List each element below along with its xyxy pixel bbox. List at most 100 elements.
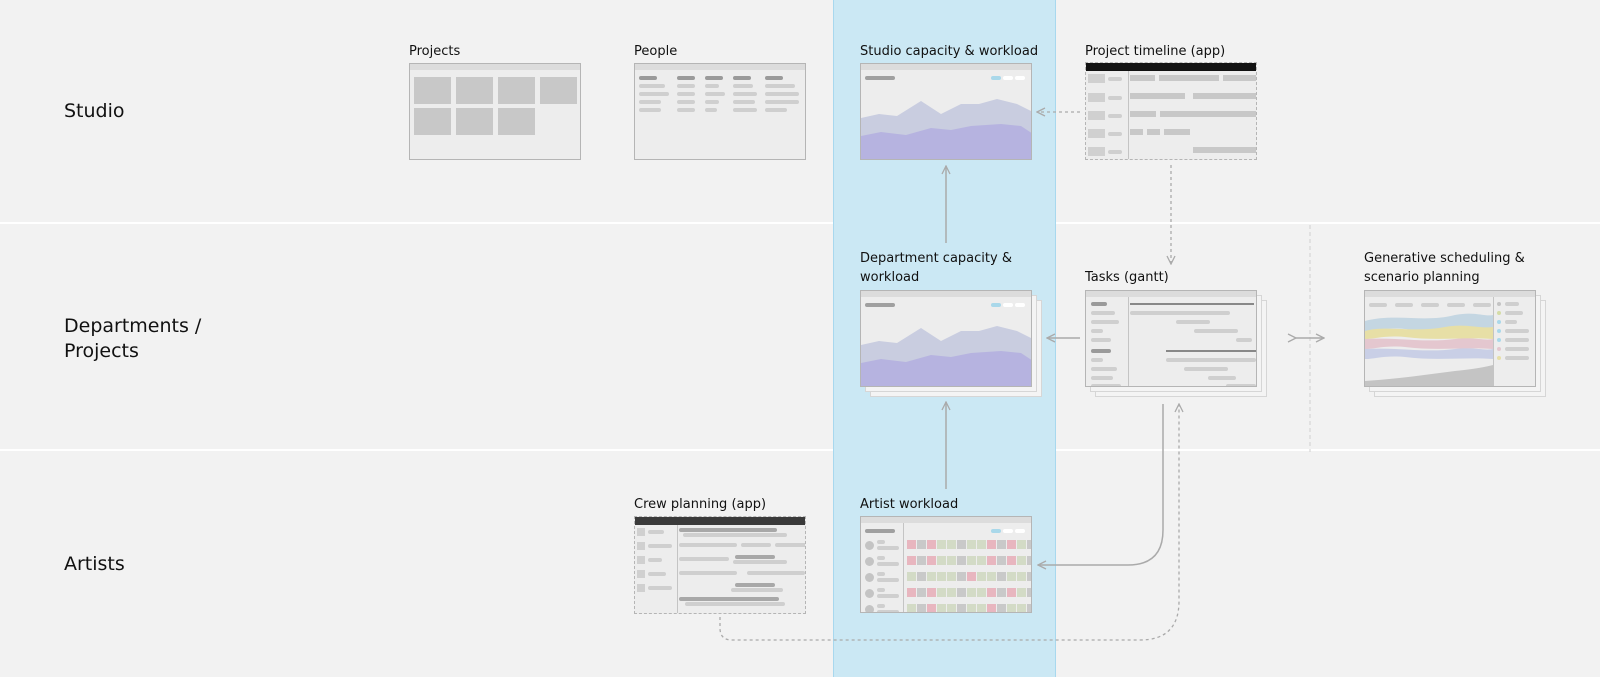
workload-cell (957, 572, 966, 581)
workload-cell (917, 604, 926, 612)
crew-bar (679, 543, 737, 547)
scenario-tab (1473, 303, 1491, 307)
chart-toggle (1015, 303, 1025, 307)
row-label-departments-line2: Projects (64, 340, 139, 362)
title-projects: Projects (409, 44, 461, 59)
people-cell (765, 92, 799, 96)
project-card (540, 77, 577, 104)
timeline-bar (1130, 93, 1185, 99)
workload-cell (937, 556, 946, 565)
artist-role (877, 610, 899, 612)
legend-label (1505, 320, 1517, 324)
people-cell (677, 84, 695, 88)
row-label-studio: Studio (64, 100, 125, 122)
workload-cell (1017, 572, 1026, 581)
crew-avatar (637, 542, 645, 550)
workload-cell (917, 572, 926, 581)
projects-thumbnail[interactable] (409, 63, 581, 160)
workload-cell (1007, 556, 1016, 565)
scenario-tab (1395, 303, 1413, 307)
people-cell (765, 84, 795, 88)
workload-cell (987, 540, 996, 549)
legend-label (1505, 338, 1529, 342)
workload-cell (997, 588, 1006, 597)
workload-cell (927, 540, 936, 549)
title-studio-capacity: Studio capacity & workload (860, 44, 1039, 59)
workload-cell (967, 540, 976, 549)
project-card (414, 77, 451, 104)
legend-dot (1497, 320, 1501, 324)
scenario-tab (1421, 303, 1439, 307)
crew-avatar (637, 528, 645, 536)
workload-cell (967, 588, 976, 597)
people-header-cell (705, 76, 723, 80)
people-cell (705, 108, 717, 112)
title-generative-scheduling: Generative scheduling & scenario plannin… (1364, 249, 1525, 287)
workload-cell (937, 540, 946, 549)
workload-cell (957, 540, 966, 549)
chart-toggle (991, 76, 1001, 80)
generative-scheduling-thumbnail[interactable] (1364, 290, 1536, 387)
capacity-area-chart (861, 99, 1031, 159)
thumbnail-toolbar (861, 64, 1031, 70)
workload-cell (947, 540, 956, 549)
workload-cell (947, 588, 956, 597)
tasks-gantt-thumbnail[interactable] (1085, 290, 1257, 387)
gantt-task-label (1091, 376, 1113, 380)
timeline-row-thumb (1088, 147, 1105, 156)
crew-planning-thumbnail[interactable] (634, 516, 806, 614)
studio-capacity-thumbnail[interactable] (860, 63, 1032, 160)
thumbnail-toolbar (1365, 291, 1535, 297)
artist-avatar (865, 589, 874, 598)
project-card (498, 108, 535, 135)
workload-cell (957, 604, 966, 612)
people-cell (733, 84, 753, 88)
people-thumbnail[interactable] (634, 63, 806, 160)
thumbnail-toolbar (1086, 291, 1256, 297)
workload-cell (997, 556, 1006, 565)
title-department-capacity-line1: Department capacity & (860, 251, 1012, 266)
workload-cell (967, 604, 976, 612)
timeline-bar (1147, 129, 1160, 135)
department-capacity-thumbnail[interactable] (860, 290, 1032, 387)
crew-avatar (637, 556, 645, 564)
title-crew-planning: Crew planning (app) (634, 497, 767, 512)
people-cell (677, 100, 695, 104)
crew-bar (679, 557, 729, 561)
crew-avatar (637, 570, 645, 578)
workload-cell (977, 556, 986, 565)
workload-cell (927, 604, 936, 612)
artist-role (877, 578, 899, 582)
gantt-divider (1128, 297, 1129, 386)
people-cell (705, 84, 719, 88)
workload-cell (947, 572, 956, 581)
legend-dot (1497, 302, 1501, 306)
gantt-summary-bar (1130, 303, 1254, 305)
chart-toggle (1003, 76, 1013, 80)
people-header-cell (765, 76, 783, 80)
workload-cell (917, 556, 926, 565)
thumbnail-toolbar (861, 517, 1031, 523)
chart-toggle (1003, 303, 1013, 307)
timeline-bar (1193, 93, 1256, 99)
workload-toggle (1015, 529, 1025, 533)
legend-label (1505, 356, 1529, 360)
legend-label (1505, 302, 1519, 306)
crew-label (648, 544, 672, 548)
scenario-stream-chart (1365, 313, 1493, 386)
workload-cell (907, 540, 916, 549)
project-timeline-thumbnail[interactable] (1085, 62, 1257, 160)
workload-cell (997, 604, 1006, 612)
workload-cell (1007, 604, 1016, 612)
people-cell (639, 92, 669, 96)
artist-workload-thumbnail[interactable] (860, 516, 1032, 613)
scenario-sidebar-divider (1493, 297, 1494, 386)
people-cell (765, 100, 799, 104)
workload-cell (1027, 540, 1031, 549)
timeline-row-label (1108, 114, 1122, 118)
title-department-capacity: Department capacity & workload (860, 249, 1012, 287)
title-generative-line1: Generative scheduling & (1364, 251, 1525, 266)
thumbnail-toolbar (861, 291, 1031, 297)
workload-cell (917, 540, 926, 549)
workload-cell (907, 604, 916, 612)
